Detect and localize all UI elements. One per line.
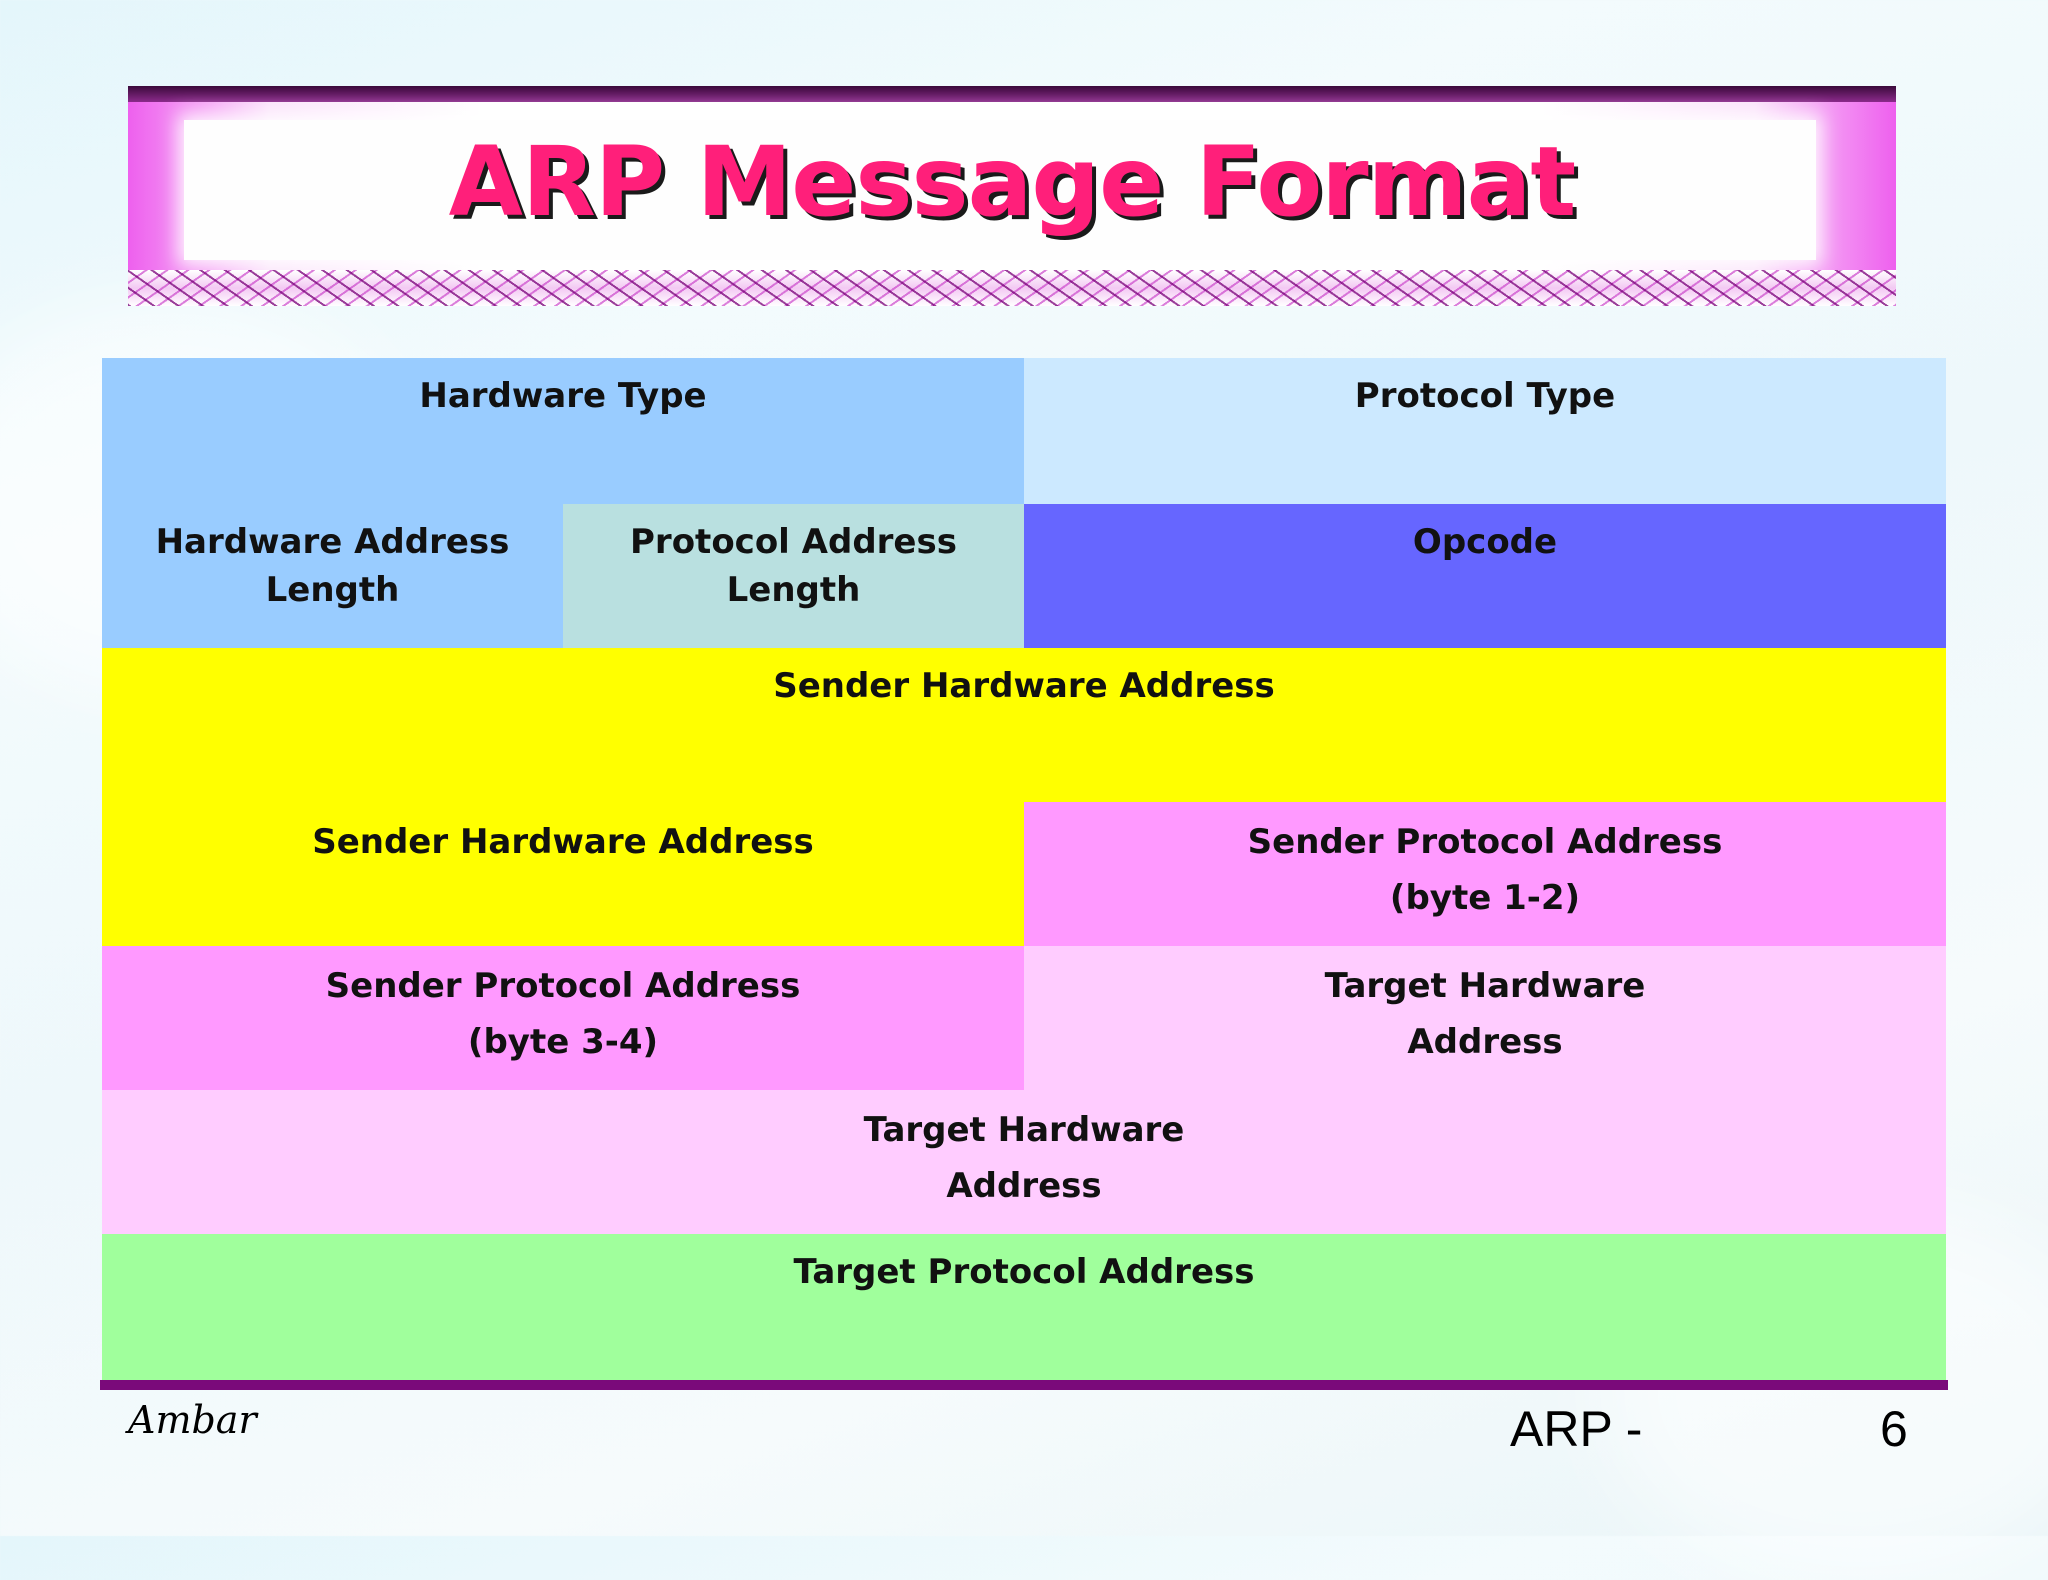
banner-top-bar (128, 86, 1896, 102)
field-target-hardware-address-b-line1: Target Hardware (863, 1110, 1185, 1150)
field-target-protocol-address: Target Protocol Address (102, 1234, 1946, 1380)
field-hardware-address-length-line1: Hardware Address (155, 522, 510, 562)
field-hardware-type-label: Hardware Type (419, 376, 707, 416)
bottom-rule (100, 1380, 1948, 1390)
field-target-hardware-address-b-line2: Address (946, 1166, 1102, 1206)
field-target-hardware-address-a-line2: Address (1407, 1022, 1563, 1062)
slide-title: ARP Message Format (448, 126, 1577, 238)
title-banner: ARP Message Format (128, 86, 1896, 306)
field-target-hardware-address-a: Target Hardware Address (1024, 946, 1946, 1090)
field-target-hardware-address-b: Target Hardware Address (102, 1090, 1946, 1234)
field-protocol-type: Protocol Type (1024, 358, 1946, 504)
field-sender-protocol-address-a-line1: Sender Protocol Address (1247, 822, 1723, 862)
field-sender-protocol-address-b-line1: Sender Protocol Address (325, 966, 801, 1006)
banner-inner-panel (184, 120, 1816, 260)
field-sender-protocol-address-a: Sender Protocol Address (byte 1-2) (1024, 802, 1946, 946)
banner-decoration (128, 270, 1896, 306)
field-sender-hardware-address-1: Sender Hardware Address (102, 648, 1946, 802)
banner-body (128, 102, 1896, 274)
arp-message-diagram: Hardware Type Protocol Type Hardware Add… (102, 358, 1946, 1384)
footer-label: ARP - (1510, 1401, 1643, 1457)
field-sender-protocol-address-a-line2: (byte 1-2) (1389, 878, 1581, 918)
field-protocol-type-label: Protocol Type (1354, 376, 1616, 416)
field-target-protocol-address-label: Target Protocol Address (793, 1252, 1255, 1292)
field-hardware-type: Hardware Type (102, 358, 1024, 504)
field-sender-protocol-address-b-line2: (byte 3-4) (467, 1022, 659, 1062)
field-opcode: Opcode (1024, 504, 1946, 648)
field-hardware-address-length-line2: Length (265, 570, 400, 610)
field-target-hardware-address-a-line1: Target Hardware (1324, 966, 1646, 1006)
footer-author: Ambar (128, 1398, 257, 1442)
field-opcode-label: Opcode (1412, 522, 1558, 562)
field-protocol-address-length: Protocol Address Length (563, 504, 1024, 648)
footer-page-number: 6 (1880, 1401, 1908, 1457)
field-sender-hardware-address-2-label: Sender Hardware Address (312, 822, 814, 862)
field-protocol-address-length-label: Protocol Address Length (630, 522, 957, 610)
field-sender-hardware-address-2: Sender Hardware Address (102, 802, 1024, 946)
field-hardware-address-length: Hardware Address Length (102, 504, 563, 648)
field-sender-protocol-address-b: Sender Protocol Address (byte 3-4) (102, 946, 1024, 1090)
field-sender-hardware-address-1-label: Sender Hardware Address (773, 666, 1275, 706)
